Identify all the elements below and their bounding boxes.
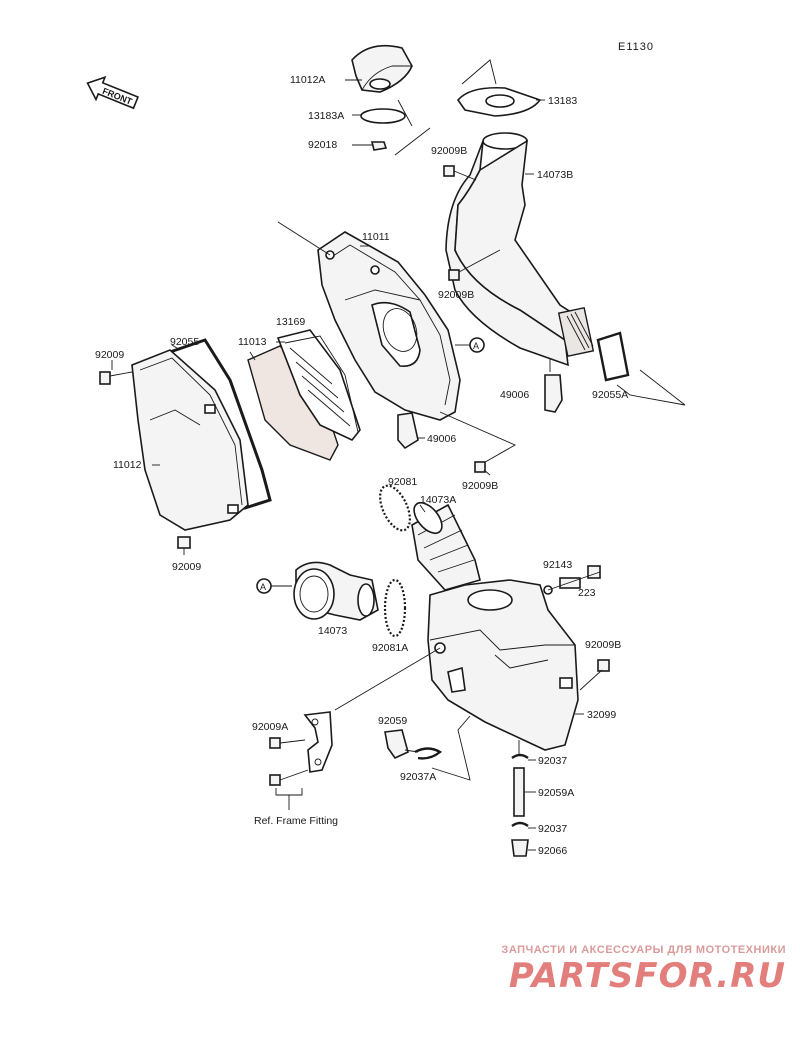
label-92009B-tank: 92009B: [585, 639, 621, 651]
part-49006-clip-right: [544, 374, 563, 413]
label-92081A: 92081A: [372, 642, 408, 654]
label-92009-left: 92009: [95, 349, 124, 361]
part-92037-clip-bottom: [511, 821, 529, 827]
label-49006-mid: 49006: [427, 433, 456, 445]
part-49006-clip-mid: [397, 412, 419, 450]
label-92009-bottom: 92009: [172, 561, 201, 573]
front-arrow-icon: FRONT: [86, 75, 140, 110]
callout-a-top: A: [469, 337, 485, 353]
part-92037-clip-top: [511, 753, 529, 759]
bolt-92009-bottom: [177, 536, 191, 549]
label-223: 223: [578, 587, 596, 599]
svg-text:A: A: [473, 341, 479, 351]
label-92037-bottom: 92037: [538, 823, 567, 835]
diagram-code: E1130: [618, 41, 654, 53]
bolt-ref-frame: [269, 774, 281, 786]
part-14073A-boot: [411, 501, 481, 591]
label-92066: 92066: [538, 845, 567, 857]
bolt-92009-left: [99, 371, 111, 385]
bolt-92009A: [269, 737, 281, 749]
part-14073-elbow: [293, 561, 379, 621]
part-11012-cover: [131, 349, 249, 531]
watermark-tagline: ЗАПЧАСТИ И АКСЕССУАРЫ ДЛЯ МОТОТЕХНИКИ: [501, 944, 786, 956]
part-11012A-cap: [351, 44, 413, 93]
part-92055A-gasket: [596, 331, 630, 382]
part-92081-clamp: [379, 484, 411, 532]
label-92059A: 92059A: [538, 787, 574, 799]
label-92143: 92143: [543, 559, 572, 571]
watermark-logo: PARTSFOR.RU: [508, 956, 786, 996]
part-92059-fitting: [384, 729, 409, 760]
watermark: ЗАПЧАСТИ И АКСЕССУАРЫ ДЛЯ МОТОТЕХНИКИ PA…: [501, 944, 786, 996]
part-92009A-bracket: [303, 711, 333, 773]
label-92009B-mid: 92009B: [438, 289, 474, 301]
label-14073: 14073: [318, 625, 347, 637]
label-13183A: 13183A: [308, 110, 344, 122]
part-14073B-duct: [445, 132, 595, 367]
bolt-92009B-tank: [597, 659, 610, 672]
callout-a-lower: A: [256, 578, 272, 594]
label-11011: 11011: [362, 231, 390, 243]
label-11013: 11013: [238, 336, 267, 348]
svg-text:A: A: [260, 582, 266, 592]
label-49006-right: 49006: [500, 389, 529, 401]
label-11012: 11012: [113, 459, 142, 471]
part-13183A-gasket: [360, 108, 406, 124]
part-92059A-hose: [513, 767, 525, 817]
label-14073A: 14073A: [420, 494, 456, 506]
part-92143-collar: [559, 577, 581, 589]
label-13183: 13183: [548, 95, 577, 107]
label-92018: 92018: [308, 139, 337, 151]
bolt-92009B-mid: [448, 269, 460, 281]
label-13169: 13169: [276, 316, 305, 328]
part-92037A-clip: [414, 747, 443, 760]
part-92081A-clamp: [383, 578, 407, 638]
bolt-92009B-top: [443, 165, 455, 177]
bolt-223: [587, 565, 601, 579]
label-14073B: 14073B: [537, 169, 573, 181]
part-13183-gasket: [456, 86, 542, 117]
part-11011-air-box: [317, 231, 461, 421]
label-92059: 92059: [378, 715, 407, 727]
part-13169-frame: [276, 329, 361, 441]
part-92066-plug: [511, 839, 529, 857]
label-92037-top: 92037: [538, 755, 567, 767]
bolt-92009B-low: [474, 461, 486, 473]
label-92055: 92055: [170, 336, 199, 348]
label-92009B-low: 92009B: [462, 480, 498, 492]
label-32099: 32099: [587, 709, 616, 721]
label-92081: 92081: [388, 476, 417, 488]
part-32099-tank: [427, 579, 579, 751]
label-92037A: 92037A: [400, 771, 436, 783]
label-11012A: 11012A: [290, 74, 325, 86]
label-92055A: 92055A: [592, 389, 628, 401]
label-ref-frame-fitting: Ref. Frame Fitting: [254, 815, 338, 827]
part-92018-nut: [370, 141, 388, 151]
label-92009B-top: 92009B: [431, 145, 467, 157]
label-92009A: 92009A: [252, 721, 288, 733]
